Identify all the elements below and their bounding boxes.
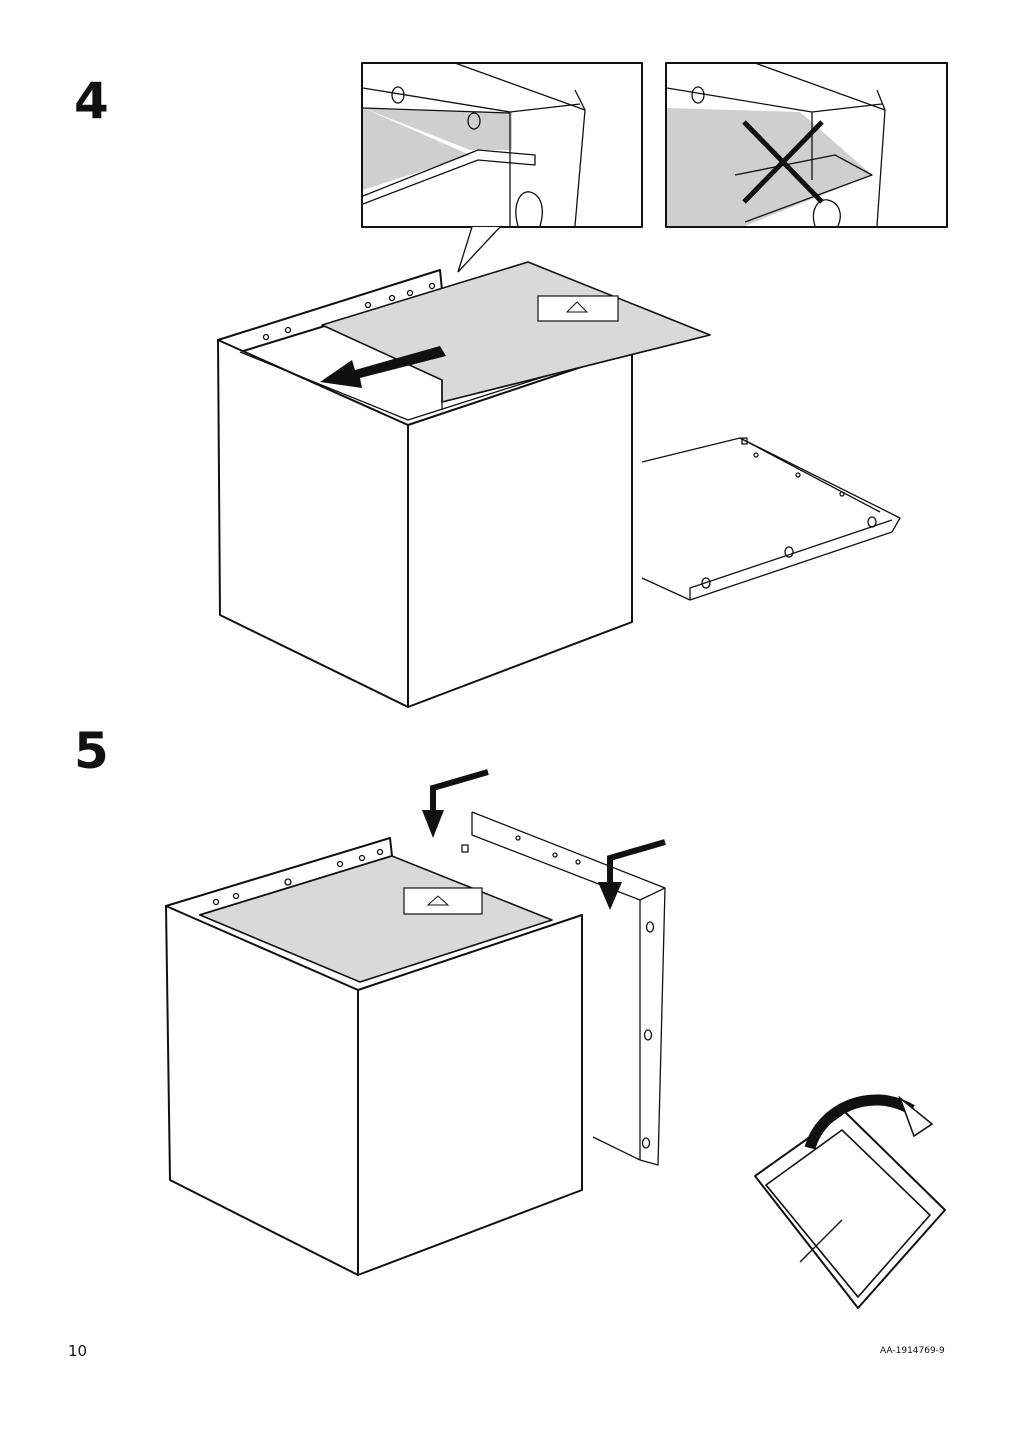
slide-arrow-icon bbox=[320, 346, 446, 388]
back-panel bbox=[321, 261, 711, 403]
step4-side-panel bbox=[641, 437, 901, 601]
step5-box bbox=[165, 837, 583, 1276]
document-code: AA-1914769-9 bbox=[880, 1346, 945, 1356]
page-number: 10 bbox=[68, 1342, 88, 1360]
step4-box bbox=[217, 261, 711, 708]
detail-inset-correct bbox=[361, 62, 643, 273]
down-arrow-left-icon bbox=[422, 769, 489, 838]
detail-inset-wrong bbox=[665, 62, 948, 228]
step-number-5: 5 bbox=[74, 722, 109, 780]
step5-side-panel bbox=[461, 811, 666, 1166]
step-number-4: 4 bbox=[74, 72, 109, 130]
down-arrow-right-icon bbox=[598, 839, 666, 910]
turn-box-over-icon bbox=[754, 1094, 946, 1309]
